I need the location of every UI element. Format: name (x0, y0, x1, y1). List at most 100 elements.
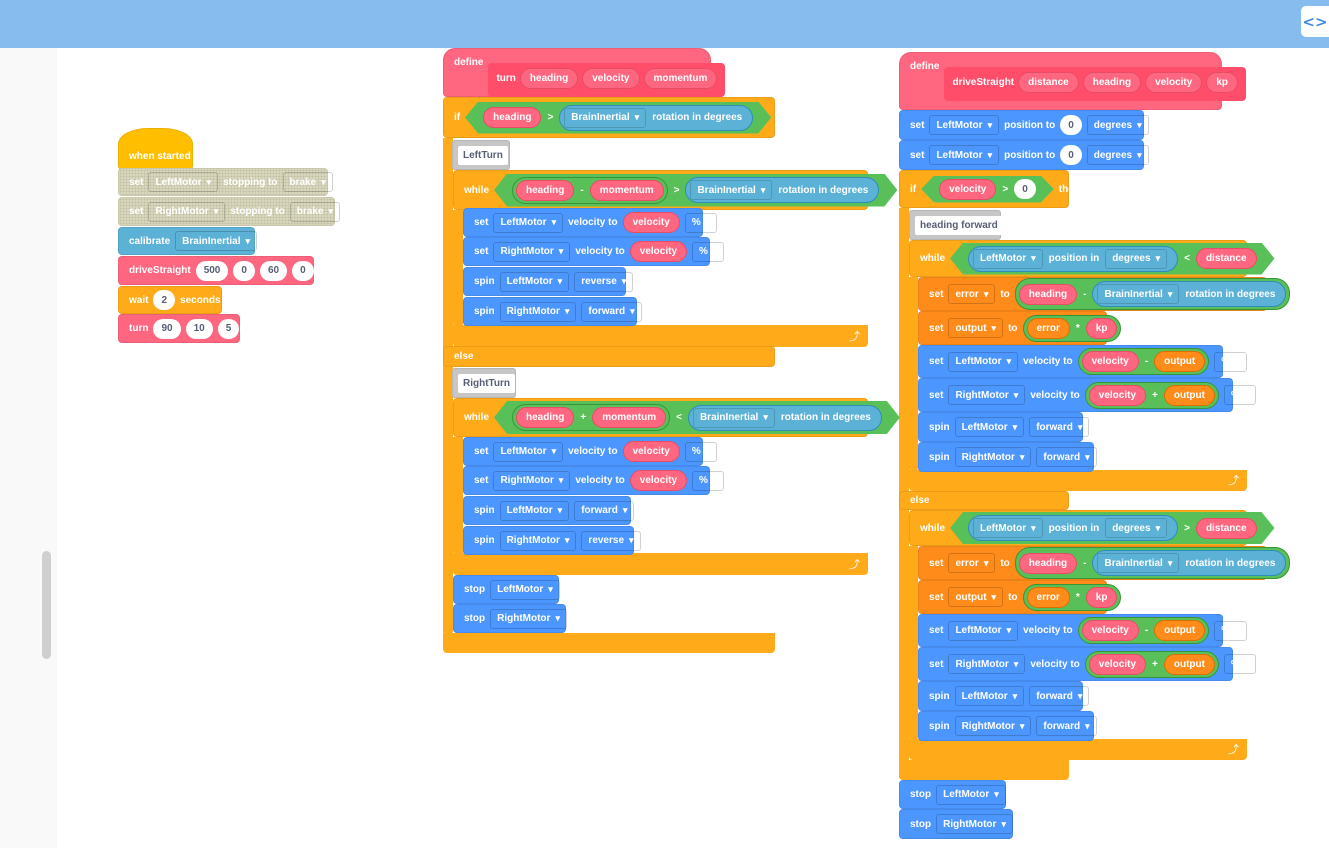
comment-block[interactable]: LeftTurn (452, 140, 510, 170)
dropdown[interactable]: LeftMotor (493, 441, 564, 462)
argument-reporter[interactable]: velocity (622, 212, 680, 233)
dropdown[interactable]: RightMotor (948, 654, 1026, 674)
dropdown[interactable]: BrainInertial (1097, 553, 1180, 573)
argument-reporter[interactable]: velocity (939, 179, 996, 200)
dropdown[interactable]: BrainInertial (564, 108, 646, 128)
dropdown[interactable]: % (692, 241, 725, 262)
dropdown[interactable]: RightMotor (493, 241, 571, 262)
argument-reporter[interactable]: distance (1196, 248, 1257, 269)
dropdown[interactable]: forward (574, 500, 635, 521)
dropdown[interactable]: LeftMotor (499, 500, 570, 521)
argument-reporter[interactable]: heading (1082, 72, 1142, 93)
motor-block[interactable]: spinLeftMotorreverse (463, 267, 634, 296)
dropdown[interactable]: RightMotor (936, 814, 1013, 834)
dropdown[interactable]: forward (1029, 417, 1090, 437)
number-input[interactable]: 60 (259, 260, 288, 281)
dropdown[interactable]: RightMotor (490, 608, 567, 629)
dropdown[interactable]: brake (282, 172, 333, 192)
number-input[interactable]: 0 (233, 260, 255, 281)
dropdown[interactable]: degrees (1086, 115, 1149, 135)
dropdown[interactable]: output (948, 318, 1004, 338)
argument-reporter[interactable]: velocity (1145, 72, 1203, 93)
dropdown[interactable]: degrees (1105, 518, 1167, 538)
dropdown[interactable]: forward (1029, 686, 1090, 706)
number-input[interactable]: 0 (292, 260, 314, 281)
argument-reporter[interactable]: velocity (1088, 653, 1147, 675)
motor-block[interactable]: spinRightMotorreverse (463, 526, 641, 555)
dropdown[interactable]: % (1223, 385, 1257, 405)
argument-reporter[interactable]: velocity (629, 470, 688, 491)
dropdown[interactable]: RightMotor (148, 201, 226, 222)
argument-reporter[interactable]: heading (516, 407, 574, 428)
dropdown[interactable]: forward (1036, 716, 1097, 736)
control-block[interactable]: whileheading-momentum>BrainInertialrotat… (453, 170, 868, 210)
dropdown[interactable]: error (948, 284, 996, 304)
number-input[interactable]: 90 (153, 318, 181, 339)
argument-reporter[interactable]: momentum (643, 68, 718, 89)
argument-reporter[interactable]: heading (1018, 552, 1078, 574)
variable-block[interactable]: setoutputtoerror*kp (918, 311, 1122, 345)
dropdown[interactable]: degrees (1105, 249, 1167, 269)
dropdown[interactable]: LeftMotor (954, 417, 1025, 437)
argument-reporter[interactable]: distance (1196, 518, 1257, 539)
variable-reporter[interactable]: error (1026, 586, 1070, 608)
code-view-toggle-button[interactable]: <> (1301, 6, 1329, 37)
dropdown[interactable]: LeftMotor (973, 249, 1043, 269)
dropdown[interactable]: LeftMotor (929, 145, 1000, 165)
dropdown[interactable]: % (684, 212, 718, 233)
argument-reporter[interactable]: velocity (629, 241, 688, 262)
vertical-scrollbar[interactable] (42, 551, 51, 659)
dropdown[interactable]: RightMotor (499, 301, 577, 322)
argument-reporter[interactable]: heading (483, 107, 541, 128)
number-input[interactable]: 5 (217, 318, 240, 339)
dropdown[interactable]: LeftMotor (973, 518, 1043, 538)
control-block[interactable]: else (899, 491, 1069, 510)
dropdown[interactable]: reverse (574, 271, 634, 292)
number-input[interactable]: 2 (153, 290, 176, 310)
argument-reporter[interactable]: momentum (590, 180, 664, 201)
variable-reporter[interactable]: output (1163, 653, 1215, 675)
number-input[interactable]: 0 (1060, 145, 1082, 165)
control-block[interactable]: whileLeftMotorposition indegrees>distanc… (909, 510, 1247, 546)
dropdown[interactable]: LeftMotor (490, 579, 560, 600)
variable-block[interactable]: seterrortoheading-BrainInertialrotation … (918, 277, 1291, 311)
dropdown[interactable]: LeftMotor (929, 115, 1000, 135)
hat-block[interactable]: when started (118, 128, 193, 170)
dropdown[interactable]: % (1214, 351, 1247, 372)
dropdown[interactable]: RightMotor (493, 470, 571, 491)
argument-reporter[interactable]: heading (519, 68, 579, 89)
dropdown[interactable]: % (692, 470, 725, 491)
motor-block[interactable]: spinRightMotorforward (918, 711, 1097, 741)
dropdown[interactable]: % (1214, 620, 1247, 641)
dropdown[interactable]: forward (1036, 447, 1097, 467)
dropdown[interactable]: RightMotor (499, 530, 577, 551)
argument-reporter[interactable]: velocity (622, 441, 680, 462)
dropdown[interactable]: RightMotor (954, 716, 1032, 736)
dropdown[interactable]: BrainInertial (1097, 284, 1180, 304)
number-input[interactable]: 0 (1060, 115, 1082, 135)
argument-reporter[interactable]: velocity (1088, 384, 1147, 406)
motor-block[interactable]: spinRightMotorforward (918, 442, 1097, 472)
variable-reporter[interactable]: output (1163, 384, 1215, 406)
control-block[interactable]: whileLeftMotorposition indegrees<distanc… (909, 240, 1247, 277)
dropdown[interactable]: BrainInertial (690, 180, 772, 200)
dropdown[interactable]: BrainInertial (175, 231, 258, 251)
